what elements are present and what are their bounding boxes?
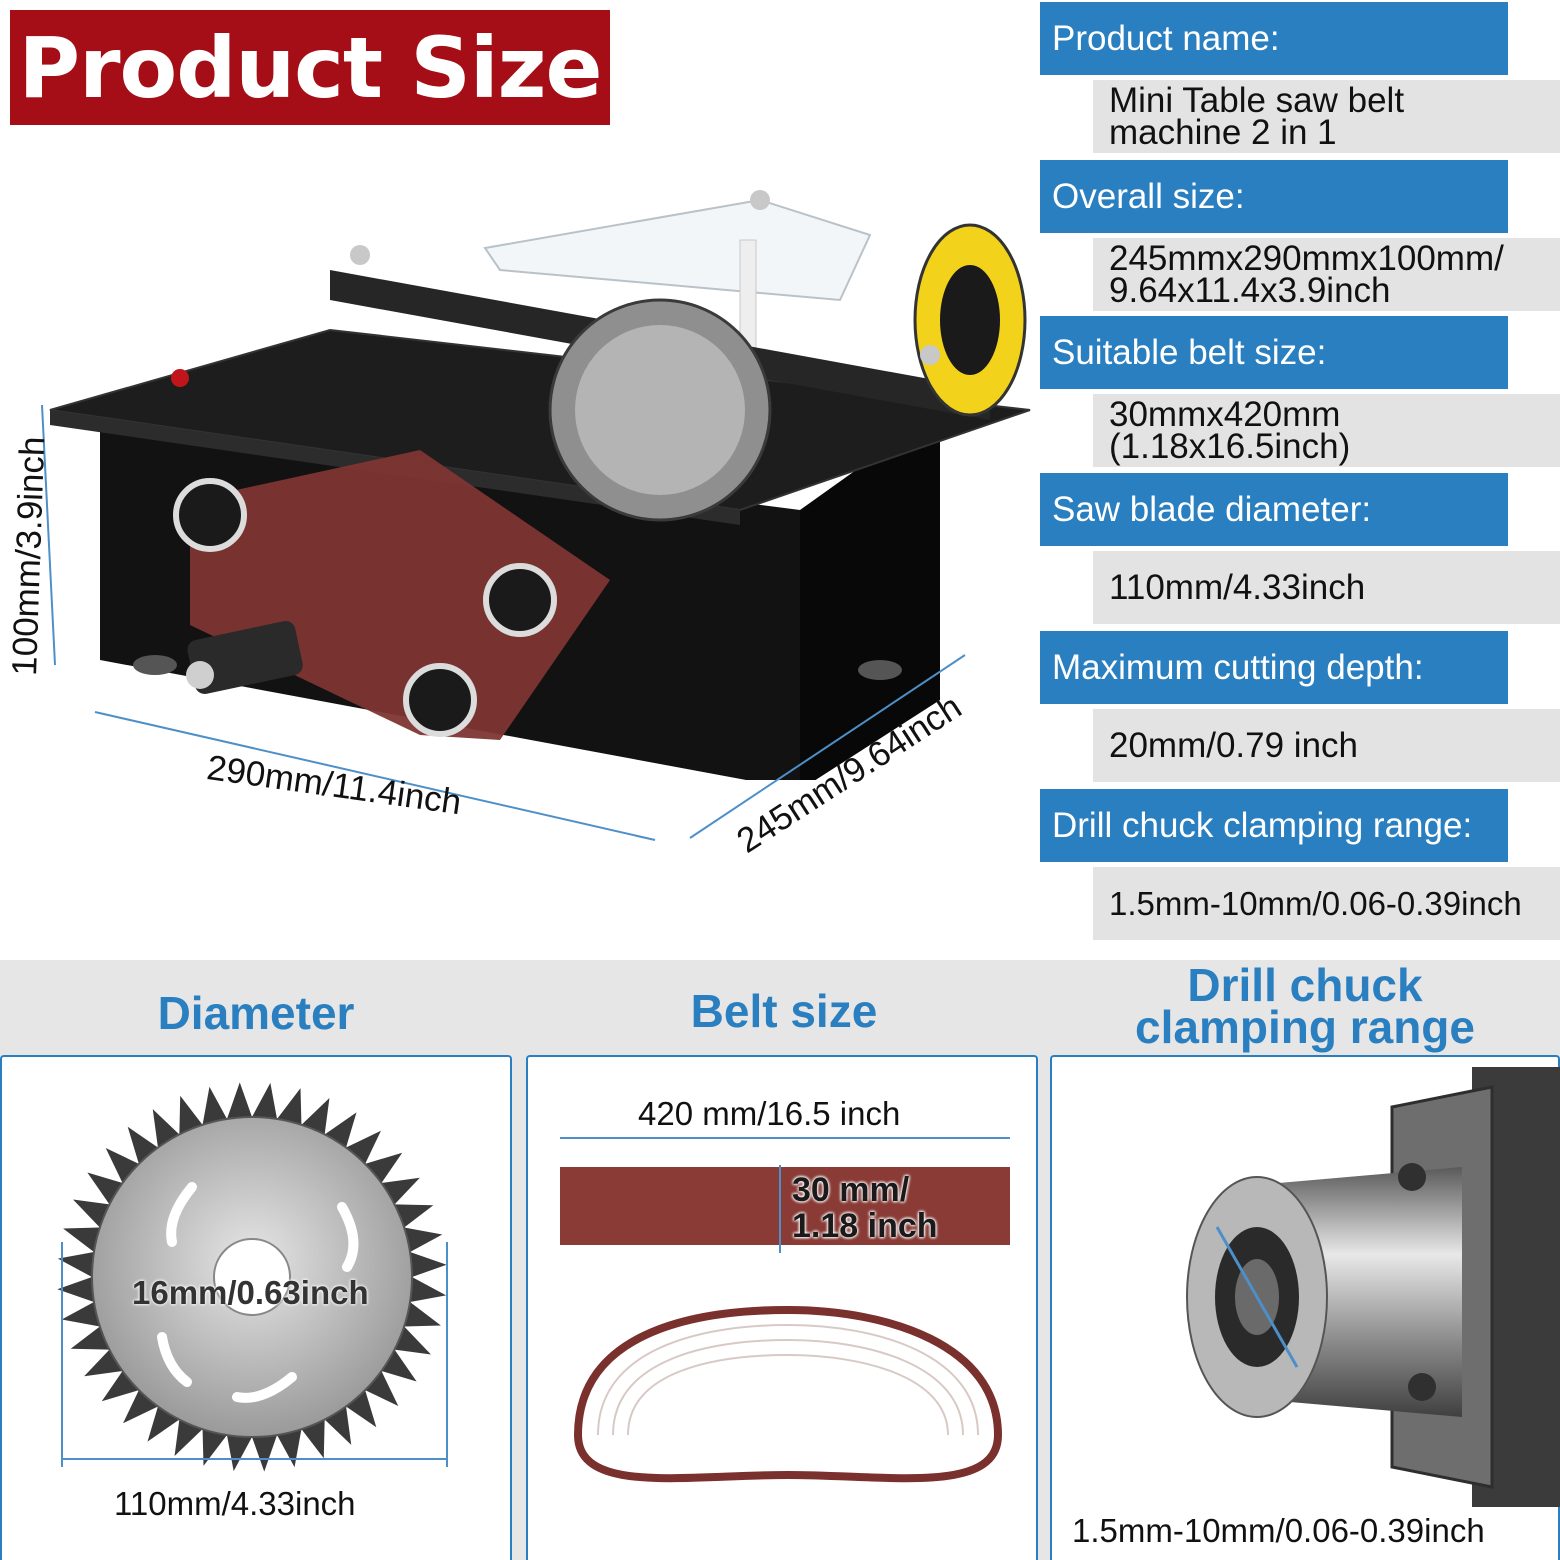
table-saw-illustration [49,190,1031,780]
dimension-lines [41,404,966,841]
spec-label-chuck-range: Drill chuck clamping range: [1040,789,1508,862]
spec-label-cutting-depth: Maximum cutting depth: [1040,631,1508,704]
belt-length-label: 420 mm/16.5 inch [638,1095,901,1132]
product-size-badge: Product Size [10,10,610,125]
spec-label-product-name: Product name: [1040,2,1508,75]
blade-dimension-lines [61,1242,448,1467]
hole-diameter-label: 16mm/0.63inch [132,1274,369,1311]
height-dimension-label: 100mm/3.9inch [5,435,53,677]
spec-label-belt-size: Suitable belt size: [1040,316,1508,389]
diameter-panel: 16mm/0.63inch 110mm/4.33inch [0,1055,512,1560]
spec-value-product-name: Mini Table saw belt machine 2 in 1 [1093,80,1560,153]
saw-blade-illustration [57,1082,447,1472]
section-title-diameter: Diameter [157,987,355,1039]
chuck-range-label: 1.5mm-10mm/0.06-0.39inch [1072,1512,1485,1549]
sanding-belt-illustration [560,1137,1010,1483]
section-title-drill-chuck-line1: Drill chuck [1187,959,1423,1011]
spec-value-blade-diameter: 110mm/4.33inch [1093,551,1560,624]
section-title-drill-chuck-line2: clamping range [1135,1001,1475,1053]
drill-chuck-panel: 1.5mm-10mm/0.06-0.39inch [1050,1055,1560,1560]
belt-width-line2: 1.18 inch [792,1207,938,1245]
spec-label-blade-diameter: Saw blade diameter: [1040,473,1508,546]
belt-width-label: 30 mm/ 1.18 inch [792,1172,938,1244]
belt-width-line1: 30 mm/ [792,1171,910,1209]
spec-value-chuck-range: 1.5mm-10mm/0.06-0.39inch [1093,867,1560,940]
drill-chuck-illustration [1186,1067,1560,1507]
outer-diameter-label: 110mm/4.33inch [114,1485,356,1522]
section-title-drill-chuck: Drill chuck clamping range [1050,959,1560,1053]
spec-label-overall-size: Overall size: [1040,160,1508,233]
spec-value-overall-size: 245mmx290mmx100mm/ 9.64x11.4x3.9inch [1093,238,1560,311]
belt-size-panel: 420 mm/16.5 inch 30 mm/ 1.18 inch [526,1055,1038,1560]
spec-value-belt-size: 30mmx420mm (1.18x16.5inch) [1093,394,1560,467]
spec-value-cutting-depth: 20mm/0.79 inch [1093,709,1560,782]
page-title: Product Size [18,18,603,117]
section-title-belt-size: Belt size [690,985,878,1037]
